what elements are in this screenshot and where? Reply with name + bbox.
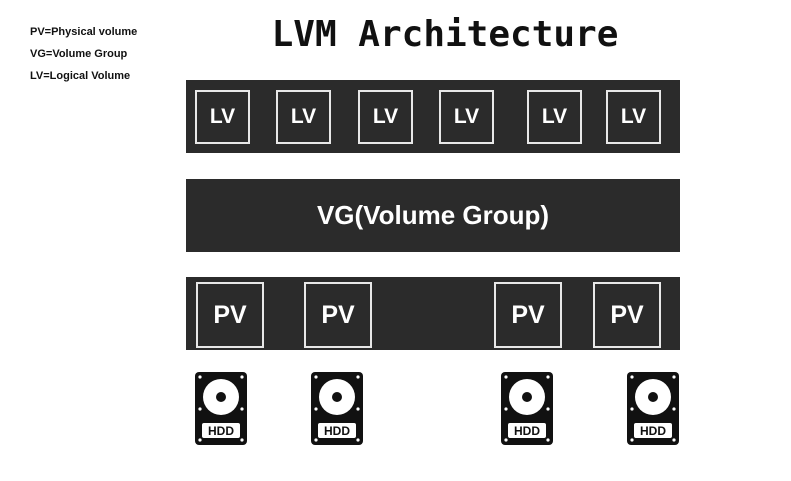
- lv-box: LV: [195, 90, 250, 144]
- vg-layer: VG(Volume Group): [186, 179, 680, 252]
- hdd-label: HDD: [514, 424, 540, 438]
- legend-pv: PV=Physical volume: [30, 26, 138, 38]
- lv-box: LV: [439, 90, 494, 144]
- pv-layer: [186, 277, 680, 350]
- pv-box: PV: [196, 282, 264, 348]
- lv-box: LV: [606, 90, 661, 144]
- hdd-icon: HDD: [500, 371, 554, 446]
- legend-lv: LV=Logical Volume: [30, 70, 131, 82]
- hdd-label: HDD: [208, 424, 234, 438]
- hdd-label: HDD: [324, 424, 350, 438]
- legend-vg: VG=Volume Group: [30, 48, 128, 60]
- lv-layer: [186, 80, 680, 153]
- pv-box: PV: [494, 282, 562, 348]
- pv-box: PV: [593, 282, 661, 348]
- pv-box: PV: [304, 282, 372, 348]
- lv-box: LV: [358, 90, 413, 144]
- hdd-icon: HDD: [626, 371, 680, 446]
- hdd-label: HDD: [640, 424, 666, 438]
- diagram-title: LVM Architecture: [271, 14, 619, 55]
- lv-box: LV: [527, 90, 582, 144]
- lv-box: LV: [276, 90, 331, 144]
- hdd-icon: HDD: [194, 371, 248, 446]
- hdd-icon: HDD: [310, 371, 364, 446]
